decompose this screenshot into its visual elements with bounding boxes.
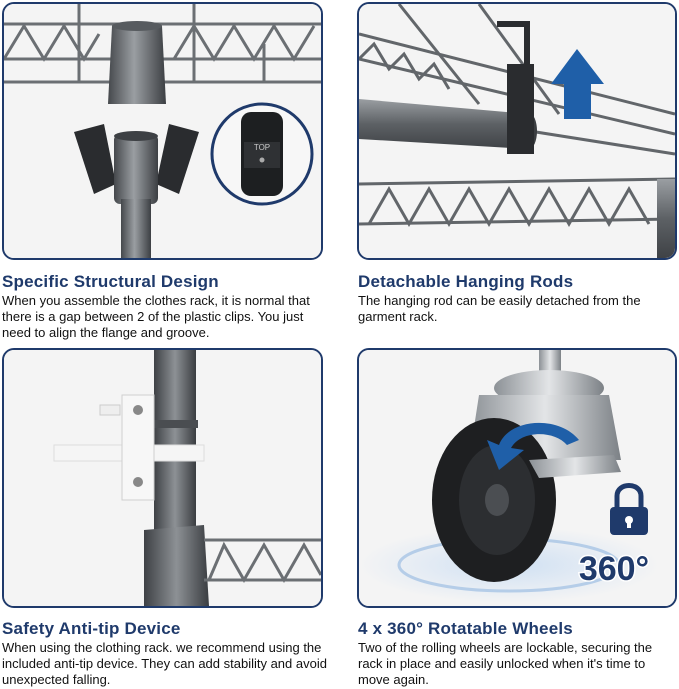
hanging-rod-image <box>357 2 677 260</box>
structural-design-image: TOP <box>2 2 323 260</box>
feature-2-description: The hanging rod can be easily detached f… <box>358 293 641 324</box>
rotation-badge: 360° <box>579 550 649 588</box>
lock-icon <box>610 483 648 535</box>
inset-top-label: TOP <box>254 143 270 152</box>
feature-3-title: Safety Anti-tip Device <box>2 619 181 638</box>
wheel-image: 360° <box>357 348 677 608</box>
up-arrow-icon <box>551 49 604 119</box>
feature-1-title: Specific Structural Design <box>2 272 219 291</box>
feature-4-description: Two of the rolling wheels are lockable, … <box>358 640 653 687</box>
feature-1-description: When you assemble the clothes rack, it i… <box>2 293 310 340</box>
anti-tip-image <box>2 348 323 608</box>
feature-4-title: 4 x 360° Rotatable Wheels <box>358 619 573 638</box>
feature-2-title: Detachable Hanging Rods <box>358 272 574 291</box>
feature-3-description: When using the clothing rack. we recomme… <box>2 640 327 687</box>
rotate-arrow-icon <box>487 422 579 470</box>
